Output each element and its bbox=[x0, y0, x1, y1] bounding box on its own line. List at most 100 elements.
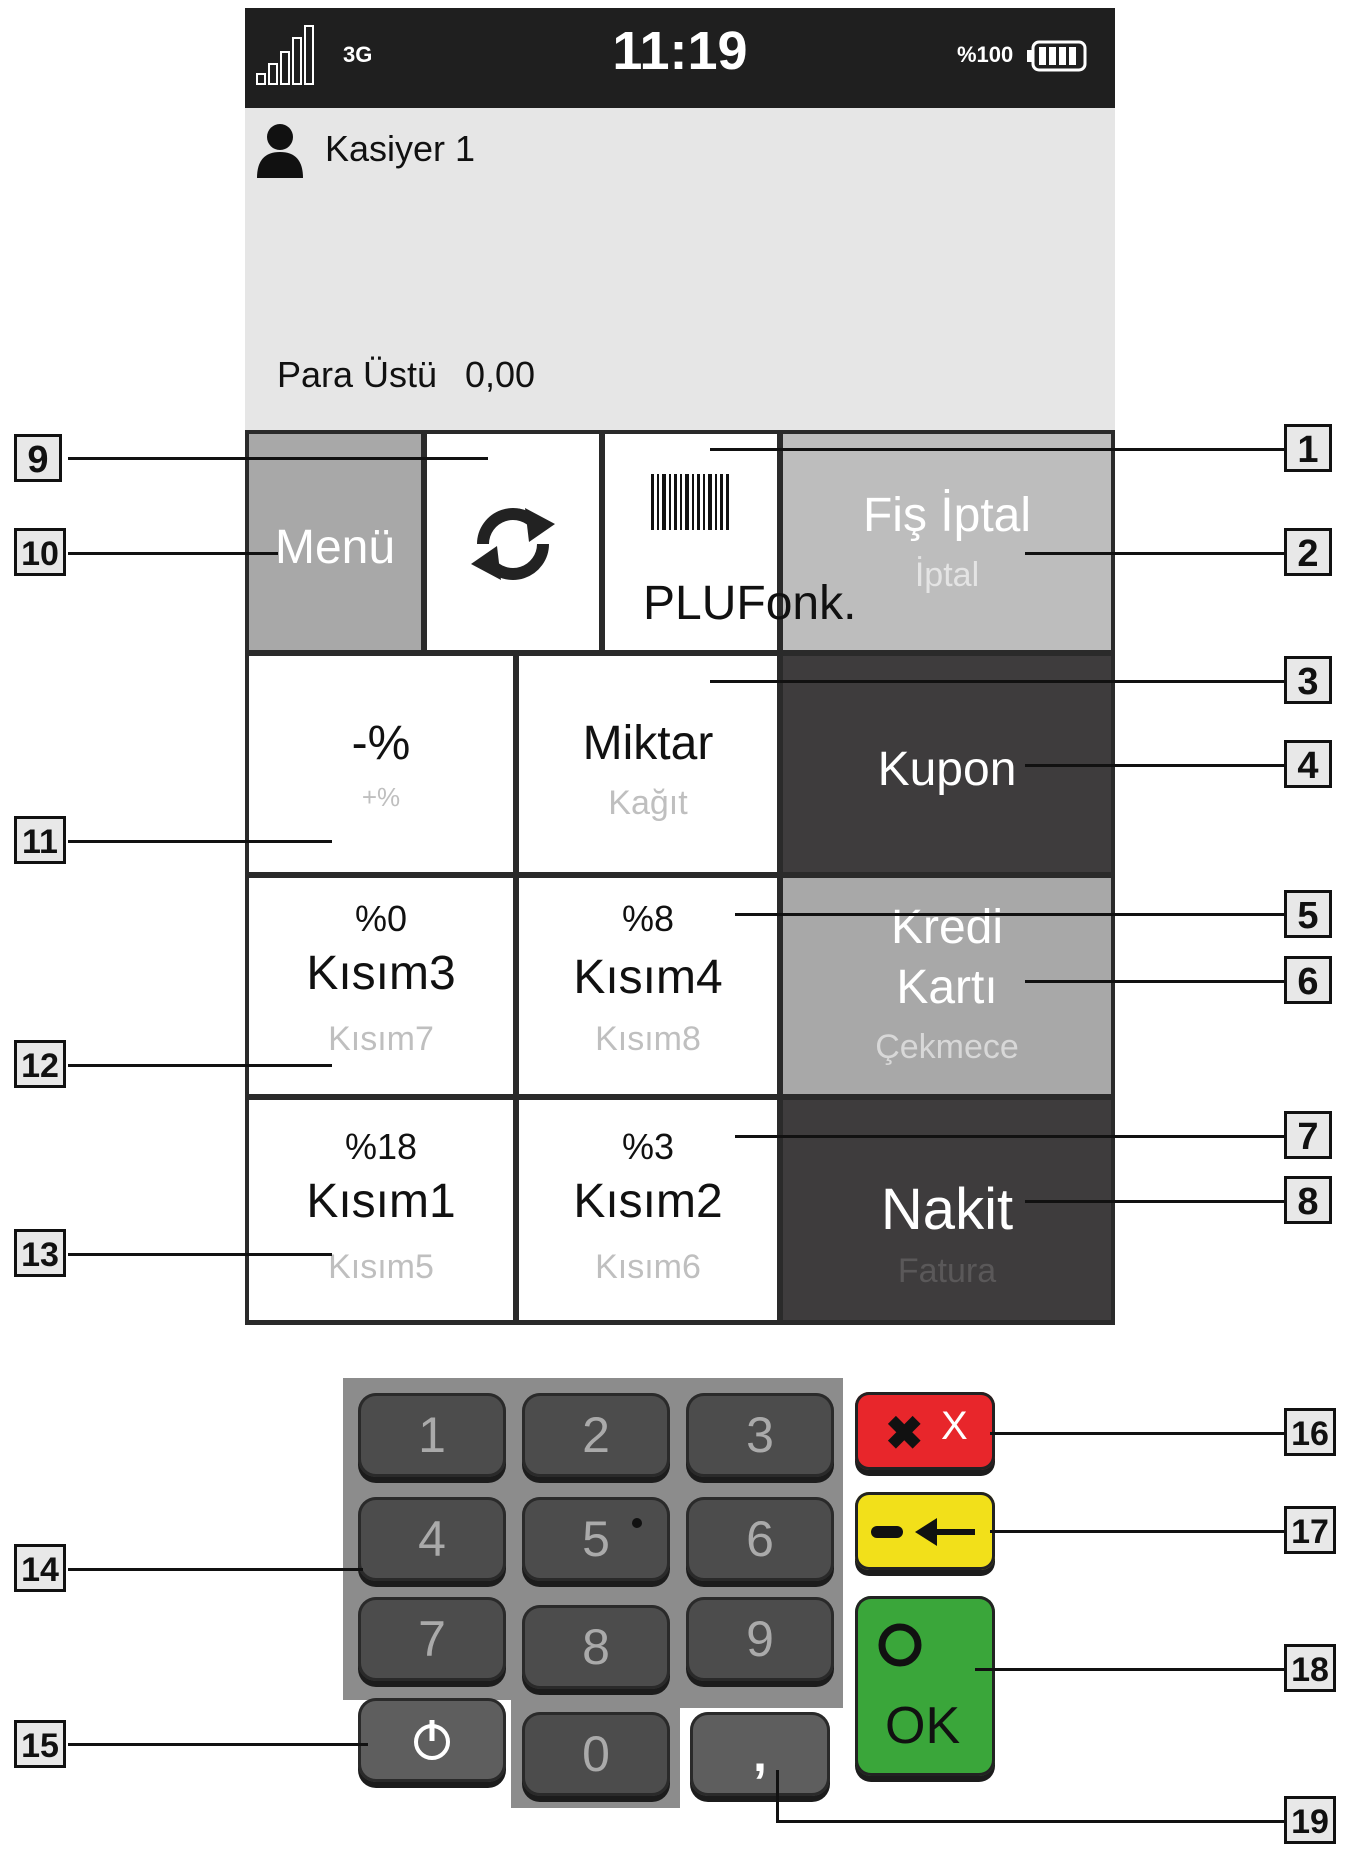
battery-icon bbox=[1027, 40, 1087, 72]
signal-icon bbox=[256, 25, 314, 85]
section2-button[interactable]: %3 Kısım2 Kısım6 bbox=[519, 1100, 777, 1320]
section4-rate: %8 bbox=[621, 898, 675, 939]
comma-key[interactable]: , bbox=[690, 1712, 830, 1796]
callout-line-6 bbox=[1025, 980, 1284, 983]
callout-3: 3 bbox=[1284, 656, 1332, 704]
callout-6: 6 bbox=[1284, 956, 1332, 1004]
refresh-button[interactable] bbox=[427, 434, 599, 650]
cash-label: Nakit bbox=[880, 1177, 1014, 1242]
network-type: 3G bbox=[343, 42, 373, 67]
surcharge-label: +% bbox=[361, 782, 401, 812]
x-icon: ✖ bbox=[885, 1407, 924, 1459]
backspace-key[interactable] bbox=[855, 1492, 995, 1570]
key-0[interactable]: 0 bbox=[522, 1712, 670, 1796]
coupon-label: Kupon bbox=[877, 743, 1017, 796]
key-9[interactable]: 9 bbox=[686, 1597, 834, 1681]
credit-card-button[interactable]: Kredi Kartı Çekmece bbox=[783, 878, 1111, 1094]
section1-label: Kısım1 bbox=[306, 1175, 456, 1228]
callout-2: 2 bbox=[1284, 528, 1332, 576]
clock: 11:19 bbox=[612, 21, 748, 81]
callout-7: 7 bbox=[1284, 1111, 1332, 1159]
paper-label: Kağıt bbox=[608, 784, 688, 822]
cancel-key[interactable]: ✖ X bbox=[855, 1392, 995, 1470]
callout-line-19-vertical bbox=[776, 1770, 779, 1822]
discount-button[interactable]: -% +% bbox=[249, 656, 513, 872]
plu-label: PLUFonk. bbox=[643, 577, 857, 630]
key-4[interactable]: 4 bbox=[358, 1497, 506, 1581]
callout-line-11 bbox=[68, 840, 332, 843]
menu-label: Menü bbox=[274, 521, 396, 574]
ok-key[interactable]: OK bbox=[855, 1596, 995, 1776]
circle-icon bbox=[878, 1623, 922, 1667]
callout-line-14 bbox=[68, 1568, 363, 1571]
key-3[interactable]: 3 bbox=[686, 1393, 834, 1477]
barcode-icon bbox=[651, 474, 729, 530]
cash-button[interactable]: Nakit Fatura bbox=[783, 1100, 1111, 1320]
cashier-name: Kasiyer 1 bbox=[325, 128, 476, 169]
drawer-label: Çekmece bbox=[875, 1028, 1019, 1066]
callout-12: 12 bbox=[14, 1040, 66, 1088]
callout-line-7 bbox=[735, 1135, 1284, 1138]
callout-line-16 bbox=[990, 1432, 1284, 1435]
section2-label: Kısım2 bbox=[573, 1175, 723, 1228]
cancel-sub-label: İptal bbox=[914, 556, 980, 594]
user-icon bbox=[257, 124, 303, 178]
callout-11: 11 bbox=[14, 816, 66, 864]
callout-line-12 bbox=[68, 1064, 332, 1067]
callout-15: 15 bbox=[14, 1720, 66, 1768]
callout-line-13 bbox=[68, 1253, 332, 1256]
section3-button[interactable]: %0 Kısım3 Kısım7 bbox=[249, 878, 513, 1094]
key-2[interactable]: 2 bbox=[522, 1393, 670, 1477]
callout-line-2 bbox=[1025, 552, 1284, 555]
key-7[interactable]: 7 bbox=[358, 1597, 506, 1681]
callout-16: 16 bbox=[1284, 1408, 1336, 1456]
callout-line-9 bbox=[68, 457, 488, 460]
callout-line-3 bbox=[710, 680, 1284, 683]
callout-5: 5 bbox=[1284, 890, 1332, 938]
receipt-cancel-button[interactable]: Fiş İptal İptal bbox=[783, 434, 1111, 650]
quantity-button[interactable]: Miktar Kağıt bbox=[519, 656, 777, 872]
callout-19: 19 bbox=[1284, 1796, 1336, 1844]
change-value: 0,00 bbox=[465, 354, 536, 395]
callout-18: 18 bbox=[1284, 1644, 1336, 1692]
callout-line-5 bbox=[735, 913, 1284, 916]
function-grid: Menü PLUFonk. Fiş İptal İptal -% +% Mikt… bbox=[245, 430, 1115, 1325]
callout-8: 8 bbox=[1284, 1176, 1332, 1224]
discount-label: -% bbox=[351, 717, 411, 770]
callout-13: 13 bbox=[14, 1229, 66, 1277]
section1-rate: %18 bbox=[344, 1126, 418, 1167]
power-icon bbox=[414, 1720, 450, 1760]
callout-line-1 bbox=[710, 448, 1284, 451]
section4-button[interactable]: %8 Kısım4 Kısım8 bbox=[519, 878, 777, 1094]
callout-17: 17 bbox=[1284, 1506, 1336, 1554]
key-8[interactable]: 8 bbox=[522, 1605, 670, 1689]
section5-label: Kısım5 bbox=[328, 1248, 434, 1286]
change-label: Para Üstü bbox=[277, 354, 438, 395]
menu-button[interactable]: Menü bbox=[249, 434, 421, 650]
callout-1: 1 bbox=[1284, 424, 1332, 472]
invoice-label: Fatura bbox=[897, 1252, 997, 1290]
status-bar: 3G 11:19 %100 bbox=[245, 8, 1115, 108]
callout-line-4 bbox=[1025, 764, 1284, 767]
section3-label: Kısım3 bbox=[306, 947, 456, 1000]
section7-label: Kısım7 bbox=[328, 1020, 434, 1058]
key-6[interactable]: 6 bbox=[686, 1497, 834, 1581]
key-1[interactable]: 1 bbox=[358, 1393, 506, 1477]
callout-10: 10 bbox=[14, 528, 66, 576]
key-5[interactable]: 5 bbox=[522, 1497, 670, 1581]
section1-button[interactable]: %18 Kısım1 Kısım5 bbox=[249, 1100, 513, 1320]
plu-button[interactable]: PLUFonk. bbox=[605, 434, 856, 650]
key-5-dot bbox=[632, 1518, 642, 1528]
section3-rate: %0 bbox=[354, 898, 408, 939]
refresh-icon bbox=[471, 508, 555, 580]
callout-4: 4 bbox=[1284, 740, 1332, 788]
section8-label: Kısım8 bbox=[595, 1020, 701, 1058]
callout-9: 9 bbox=[14, 434, 62, 482]
credit-label-line2: Kartı bbox=[896, 961, 998, 1014]
callout-line-17 bbox=[990, 1530, 1284, 1533]
section2-rate: %3 bbox=[621, 1126, 675, 1167]
battery-percent: %100 bbox=[957, 42, 1014, 67]
backspace-icon bbox=[871, 1518, 975, 1546]
callout-line-18 bbox=[975, 1668, 1284, 1671]
power-button[interactable] bbox=[358, 1698, 506, 1782]
